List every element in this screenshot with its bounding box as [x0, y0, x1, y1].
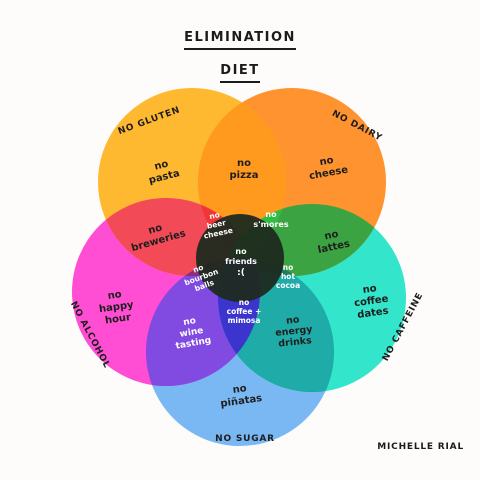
svg-text:no: no [235, 247, 247, 256]
diagram-title: ELIMINATION DIET [0, 26, 480, 83]
region-no-coffee-dates: no coffee dates [353, 283, 390, 321]
svg-text:mimosa: mimosa [228, 316, 261, 325]
svg-text:pizza: pizza [230, 170, 259, 181]
region-no-friends: no friends :( [225, 247, 257, 278]
svg-text:no: no [323, 229, 339, 243]
title-line-diet: DIET [220, 63, 260, 83]
svg-text:s'mores: s'mores [253, 220, 288, 229]
svg-text:no: no [319, 155, 335, 168]
region-no-pizza: no pizza [230, 158, 259, 181]
svg-text:no: no [237, 158, 251, 169]
svg-text:dates: dates [357, 306, 390, 321]
svg-text:no: no [107, 289, 123, 302]
svg-text::(: :( [237, 268, 245, 278]
svg-text:no: no [283, 263, 294, 272]
svg-text:no: no [239, 298, 250, 307]
svg-text:no: no [208, 210, 220, 221]
region-no-coffee-mimosa: no coffee + mimosa [227, 298, 262, 325]
svg-text:friends: friends [225, 257, 257, 266]
svg-text:no: no [362, 283, 378, 296]
svg-text:wine: wine [179, 326, 204, 340]
svg-text:no: no [265, 210, 277, 219]
svg-text:no: no [153, 159, 169, 173]
svg-text:no: no [286, 314, 301, 326]
region-no-energy-drinks: no energy drinks [275, 314, 314, 349]
svg-text:drinks: drinks [278, 335, 313, 349]
overlap-caffeine-sugar [218, 258, 334, 392]
svg-text:no: no [192, 263, 205, 275]
region-no-hot-cocoa: no hot cocoa [276, 263, 300, 290]
svg-text:no: no [183, 316, 197, 328]
svg-text:no: no [232, 383, 248, 396]
svg-text:hour: hour [104, 312, 131, 327]
region-no-smores: no s'mores [253, 210, 288, 229]
svg-text:happy: happy [98, 299, 134, 315]
svg-text:coffee +: coffee + [227, 307, 262, 316]
svg-text:no: no [147, 222, 164, 236]
svg-text:energy: energy [275, 324, 314, 339]
overlap-all-five [196, 214, 284, 302]
svg-text:cocoa: cocoa [276, 281, 300, 290]
svg-text:coffee: coffee [353, 294, 389, 310]
svg-text:beer: beer [206, 218, 227, 231]
set-label-no-sugar: NO SUGAR [215, 434, 275, 444]
svg-text:hot: hot [281, 272, 295, 281]
title-line-elimination: ELIMINATION [184, 30, 296, 50]
artist-credit: MICHELLE RIAL [377, 442, 464, 452]
region-no-happy-hour: no happy hour [98, 289, 134, 327]
